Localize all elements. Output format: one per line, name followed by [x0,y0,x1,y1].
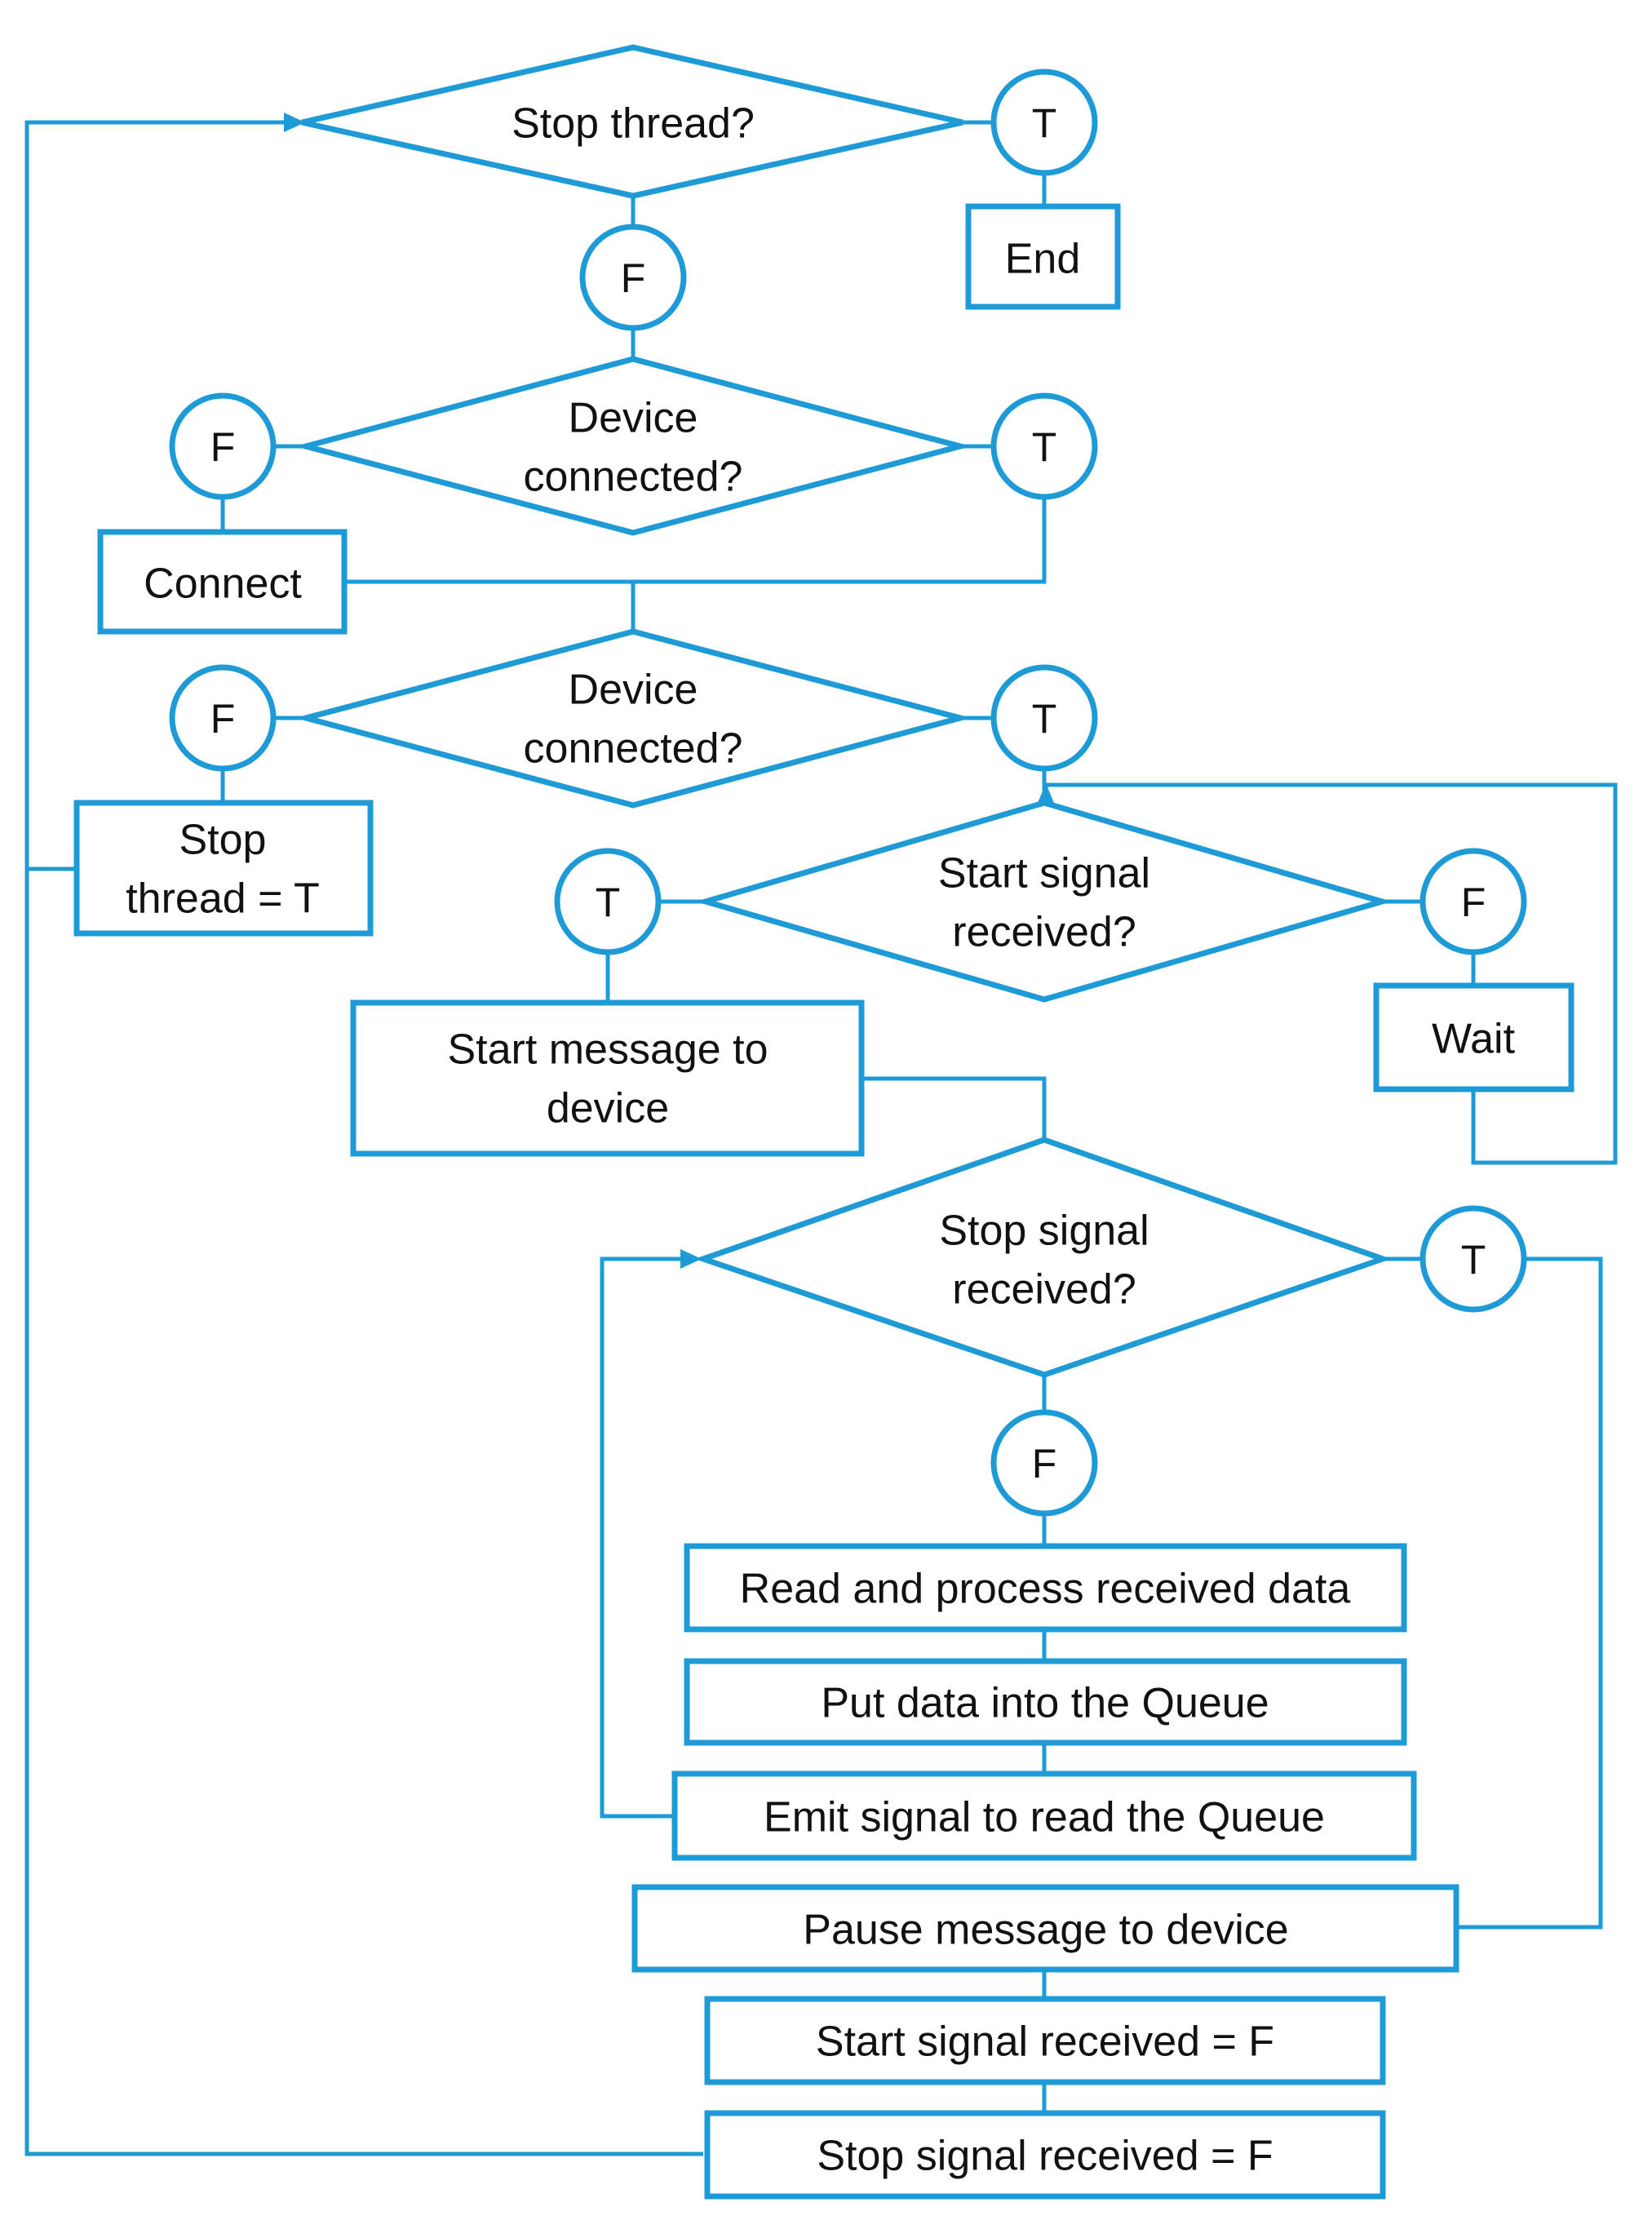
outcome-connected2-false-label: F [210,696,236,742]
box-connect [97,529,348,635]
outcome-connected2-false-circle [169,664,277,772]
outcome-connected1-false-label: F [210,424,236,470]
box-start-message [350,999,865,1157]
arrowheads [284,113,1054,1269]
box-stop-thread-true-label: Stop thread = T [126,817,320,923]
outcome-stop-signal-true-circle [1419,1205,1527,1313]
box-pause-message [631,1884,1459,1973]
label-line: Read and process received data [740,1566,1351,1613]
connector-merge-to-connected2 [344,497,1047,584]
outcome-start-signal-false-circle [1419,848,1527,955]
decision-stop-signal [694,1137,1392,1378]
box-start-signal-false-label: Start signal received = F [816,2019,1274,2066]
label-line: connected? [524,454,743,501]
label-line: thread = T [126,875,320,923]
outcome-stop-signal-false-circle [990,1409,1098,1517]
box-stop-signal-false [704,2110,1386,2200]
arrowhead-stop-signal [680,1249,702,1269]
outcome-stop-thread-false-label: F [621,255,646,301]
box-emit-signal [671,1770,1417,1861]
label-line: Start signal received = F [816,2019,1274,2066]
arrowhead-stop-thread [284,113,305,132]
label-line: Start message to [447,1026,768,1074]
outcome-stop-signal-false-label: F [1032,1441,1057,1487]
decision-device-connected-2 [295,628,972,809]
box-emit-signal-label: Emit signal to read the Queue [764,1794,1325,1841]
label-line: Device [569,395,698,442]
box-put-data-label: Put data into the Queue [821,1680,1269,1727]
box-pause-message-label: Pause message to device [803,1907,1288,1954]
box-put-data [684,1658,1407,1746]
box-stop-signal-false-label: Stop signal received = F [817,2133,1273,2180]
label-line: Device [569,667,698,714]
decision-device-connected-2-label: Device connected? [524,667,743,773]
box-read-process-label: Read and process received data [740,1566,1351,1613]
label-line: Stop [179,817,267,864]
outcome-connected2-true-label: T [1032,696,1057,742]
outcome-stop-thread-true-circle [990,69,1098,176]
box-end-label: End [1005,236,1081,283]
decision-start-signal-label: Start signal received? [938,850,1150,956]
arrowhead-start-signal [1038,783,1054,803]
outcome-stop-thread-true-label: T [1032,100,1057,146]
connector-t-to-pause [1456,1256,1603,1930]
label-line: Stop signal [939,1208,1149,1255]
box-end [965,203,1121,310]
decision-stop-signal-label: Stop signal received? [939,1208,1149,1314]
decision-stop-thread [301,44,963,199]
box-start-message-label: Start message to device [447,1026,768,1132]
box-read-process [684,1543,1407,1633]
label-line: connected? [524,725,743,773]
outcome-connected2-true-circle [990,664,1098,772]
decision-device-connected-1 [295,356,972,536]
box-stop-thread-true [73,800,374,937]
outcome-start-signal-true-label: T [596,880,621,925]
label-line: Stop thread? [512,100,755,148]
box-start-signal-false [704,1996,1386,2085]
connector-start-message-to-stop-signal [861,1076,1047,1140]
outcome-stop-signal-true-label: T [1461,1237,1486,1283]
label-line: received? [952,909,1136,956]
label-line: Start signal [938,850,1150,897]
label-line: Put data into the Queue [821,1680,1269,1727]
box-wait-label: Wait [1432,1016,1516,1063]
box-connect-label: Connect [144,561,302,608]
outcome-connected1-false-circle [169,392,277,500]
box-wait [1373,982,1574,1092]
label-line: Connect [144,561,302,608]
label-line: Wait [1432,1016,1516,1063]
decision-stop-thread-label: Stop thread? [512,100,755,148]
outcome-start-signal-false-label: F [1461,880,1486,925]
label-line: End [1005,236,1081,283]
decision-device-connected-1-label: Device connected? [524,395,743,501]
connector-emit-loop [600,1256,687,1819]
label-line: device [547,1085,669,1132]
label-line: Stop signal received = F [817,2133,1273,2180]
connector-stop-false-loop [24,120,703,2156]
decision-start-signal [695,800,1393,1003]
outcome-stop-thread-false-circle [579,224,687,331]
outcome-connected1-true-circle [990,392,1098,500]
label-line: Pause message to device [803,1907,1288,1954]
outcome-start-signal-true-circle [554,848,662,955]
label-line: Emit signal to read the Queue [764,1794,1325,1841]
outcome-connected1-true-label: T [1032,424,1057,470]
label-line: received? [952,1266,1136,1314]
